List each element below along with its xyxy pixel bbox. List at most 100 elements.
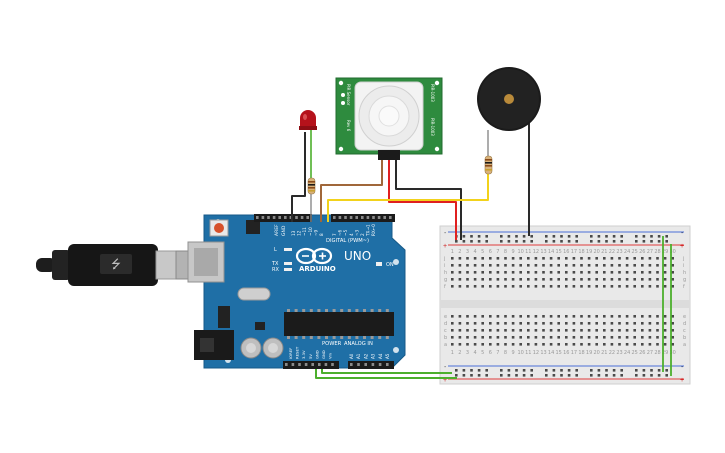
breadboard-hole[interactable] xyxy=(610,343,614,346)
breadboard-hole[interactable] xyxy=(481,329,484,332)
breadboard-hole[interactable] xyxy=(625,322,629,325)
breadboard-hole[interactable] xyxy=(595,264,598,267)
breadboard-hole[interactable] xyxy=(580,329,583,332)
breadboard-hole[interactable] xyxy=(522,240,526,243)
breadboard-hole[interactable] xyxy=(519,278,522,281)
breadboard-hole[interactable] xyxy=(557,278,560,281)
breadboard-hole[interactable] xyxy=(565,343,568,346)
breadboard-hole[interactable] xyxy=(650,369,653,372)
breadboard-hole[interactable] xyxy=(648,285,652,288)
breadboard-hole[interactable] xyxy=(625,315,629,318)
breadboard-hole[interactable] xyxy=(648,315,652,318)
breadboard-hole[interactable] xyxy=(522,369,526,372)
breadboard-hole[interactable] xyxy=(507,374,511,377)
breadboard-hole[interactable] xyxy=(455,374,458,377)
breadboard-hole[interactable] xyxy=(587,322,591,325)
breadboard-hole[interactable] xyxy=(610,271,614,274)
breadboard-hole[interactable] xyxy=(466,343,469,346)
header-hole[interactable] xyxy=(331,363,334,366)
breadboard-hole[interactable] xyxy=(587,336,591,339)
breadboard-hole[interactable] xyxy=(618,271,621,274)
breadboard-hole[interactable] xyxy=(580,264,583,267)
breadboard-hole[interactable] xyxy=(511,329,515,332)
breadboard-hole[interactable] xyxy=(580,285,583,288)
header-hole[interactable] xyxy=(289,216,293,219)
breadboard-hole[interactable] xyxy=(549,336,553,339)
breadboard-hole[interactable] xyxy=(641,322,644,325)
breadboard-hole[interactable] xyxy=(648,343,652,346)
breadboard-hole[interactable] xyxy=(473,329,477,332)
breadboard-hole[interactable] xyxy=(580,271,583,274)
breadboard-hole[interactable] xyxy=(633,329,636,332)
breadboard-hole[interactable] xyxy=(663,257,667,260)
breadboard-hole[interactable] xyxy=(635,369,638,372)
breadboard-hole[interactable] xyxy=(610,329,614,332)
power-header[interactable] xyxy=(283,361,339,369)
breadboard-hole[interactable] xyxy=(530,374,533,377)
breadboard-hole[interactable] xyxy=(473,315,477,318)
breadboard-hole[interactable] xyxy=(610,278,614,281)
breadboard-hole[interactable] xyxy=(515,235,518,238)
breadboard-hole[interactable] xyxy=(496,278,500,281)
breadboard-hole[interactable] xyxy=(642,374,646,377)
breadboard-hole[interactable] xyxy=(542,322,545,325)
breadboard-hole[interactable] xyxy=(519,264,522,267)
breadboard-hole[interactable] xyxy=(572,315,576,318)
header-hole[interactable] xyxy=(361,216,364,219)
breadboard-hole[interactable] xyxy=(557,336,560,339)
breadboard-hole[interactable] xyxy=(527,278,530,281)
breadboard-hole[interactable] xyxy=(557,322,560,325)
breadboard-hole[interactable] xyxy=(451,343,454,346)
breadboard-hole[interactable] xyxy=(580,257,583,260)
breadboard-hole[interactable] xyxy=(597,374,601,377)
breadboard-hole[interactable] xyxy=(545,235,548,238)
breadboard-hole[interactable] xyxy=(496,329,500,332)
breadboard-hole[interactable] xyxy=(665,374,668,377)
breadboard-hole[interactable] xyxy=(466,329,469,332)
breadboard-hole[interactable] xyxy=(473,343,477,346)
breadboard-hole[interactable] xyxy=(500,369,503,372)
breadboard-hole[interactable] xyxy=(633,322,636,325)
breadboard-hole[interactable] xyxy=(572,264,576,267)
breadboard-hole[interactable] xyxy=(489,264,492,267)
breadboard-hole[interactable] xyxy=(663,336,667,339)
breadboard-hole[interactable] xyxy=(580,315,583,318)
breadboard-hole[interactable] xyxy=(618,322,621,325)
breadboard-hole[interactable] xyxy=(542,278,545,281)
breadboard-hole[interactable] xyxy=(557,257,560,260)
breadboard-hole[interactable] xyxy=(489,257,492,260)
breadboard-hole[interactable] xyxy=(657,240,661,243)
breadboard-hole[interactable] xyxy=(466,322,469,325)
breadboard-hole[interactable] xyxy=(567,374,571,377)
breadboard-hole[interactable] xyxy=(580,322,583,325)
breadboard-hole[interactable] xyxy=(496,257,500,260)
header-hole[interactable] xyxy=(318,363,321,366)
breadboard-hole[interactable] xyxy=(580,343,583,346)
breadboard-hole[interactable] xyxy=(462,235,466,238)
breadboard-hole[interactable] xyxy=(527,315,530,318)
breadboard-hole[interactable] xyxy=(612,374,616,377)
breadboard-hole[interactable] xyxy=(496,343,500,346)
breadboard-hole[interactable] xyxy=(511,285,515,288)
breadboard-hole[interactable] xyxy=(590,240,593,243)
breadboard-hole[interactable] xyxy=(511,336,515,339)
breadboard-hole[interactable] xyxy=(656,271,659,274)
breadboard-hole[interactable] xyxy=(612,240,616,243)
breadboard-hole[interactable] xyxy=(625,329,629,332)
breadboard-hole[interactable] xyxy=(527,271,530,274)
breadboard-hole[interactable] xyxy=(595,315,598,318)
breadboard-hole[interactable] xyxy=(557,264,560,267)
breadboard-hole[interactable] xyxy=(671,315,674,318)
breadboard-hole[interactable] xyxy=(451,257,454,260)
breadboard-hole[interactable] xyxy=(549,264,553,267)
breadboard-hole[interactable] xyxy=(534,336,538,339)
breadboard-hole[interactable] xyxy=(549,278,553,281)
breadboard-hole[interactable] xyxy=(625,278,629,281)
breadboard-hole[interactable] xyxy=(605,374,608,377)
breadboard-hole[interactable] xyxy=(534,322,538,325)
breadboard-hole[interactable] xyxy=(545,240,548,243)
breadboard-hole[interactable] xyxy=(481,315,484,318)
breadboard-hole[interactable] xyxy=(485,374,488,377)
breadboard-hole[interactable] xyxy=(511,257,515,260)
breadboard-hole[interactable] xyxy=(572,322,576,325)
